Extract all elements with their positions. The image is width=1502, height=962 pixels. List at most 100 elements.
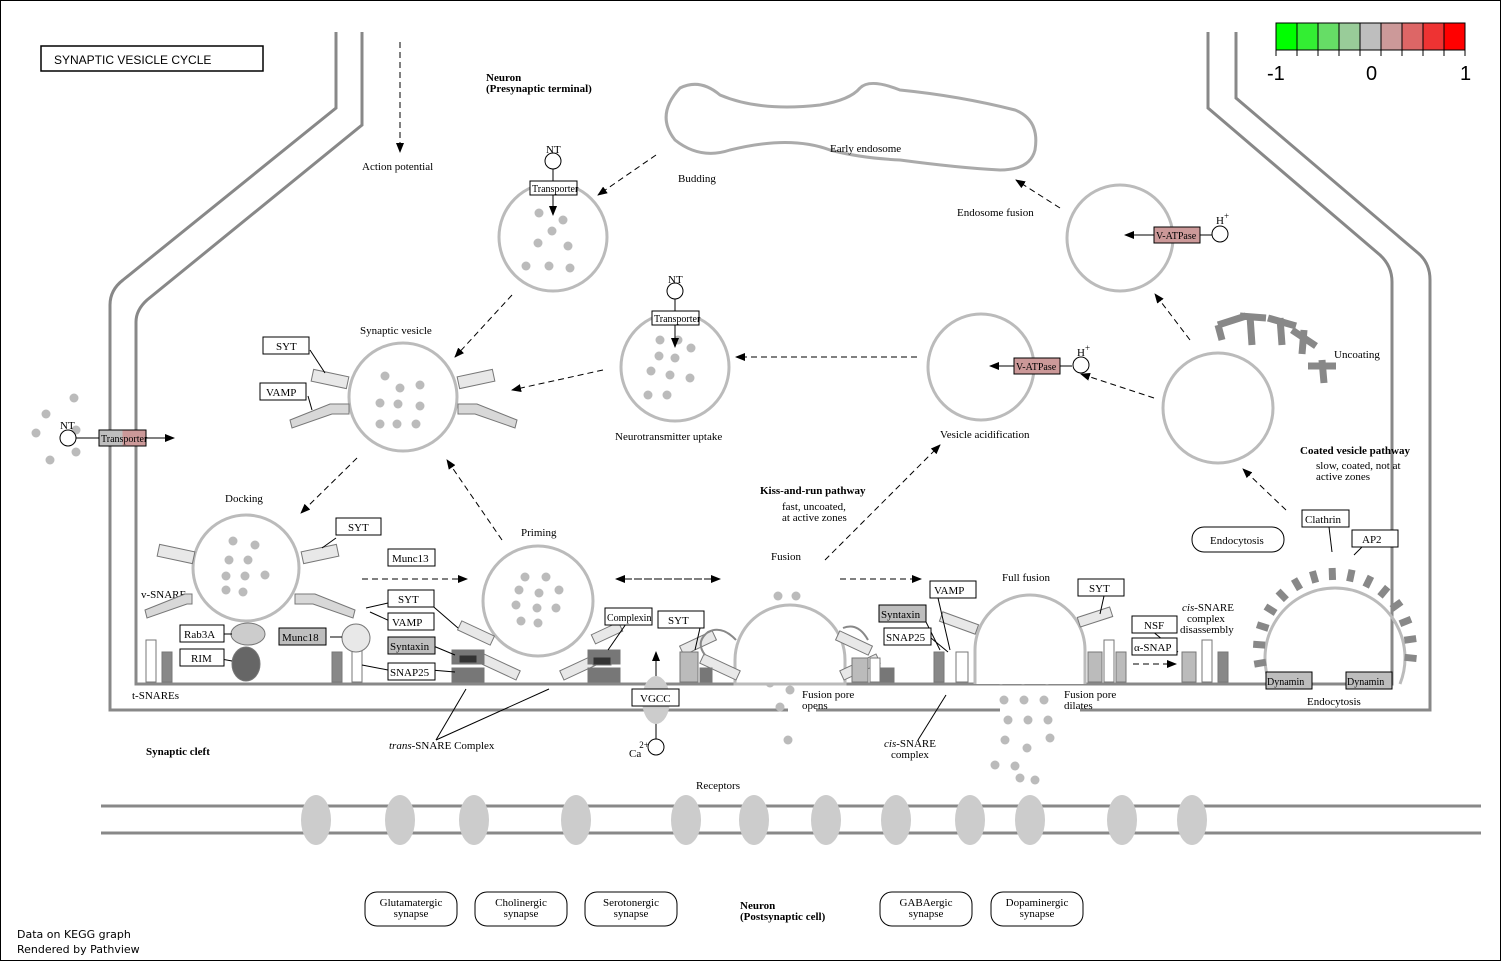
h-plus-label-2: H+	[1077, 343, 1090, 359]
gene-syt-4[interactable]: SYT	[657, 610, 705, 629]
gene-snap25-1[interactable]: SNAP25	[387, 662, 436, 681]
gene-rim[interactable]: RIM	[179, 648, 225, 667]
nt-dot	[393, 399, 403, 409]
nt-dot	[534, 588, 544, 598]
gene-transporter-3[interactable]: Transporter	[98, 429, 148, 447]
clathrin-unit	[1403, 635, 1417, 644]
gene-syt-3[interactable]: SYT	[387, 589, 435, 608]
nt-dot	[551, 603, 561, 613]
gene-munc13[interactable]: Munc13	[387, 548, 436, 567]
gene-syntaxin-2[interactable]: Syntaxin	[878, 604, 927, 623]
gene-nsf[interactable]: NSF	[1131, 615, 1178, 634]
nt-dot	[1023, 715, 1033, 725]
nt-dot	[541, 572, 551, 582]
nt-dot	[415, 401, 425, 411]
gene-syt-2[interactable]: SYT	[335, 517, 382, 536]
svg-text:Transporter: Transporter	[101, 434, 148, 445]
neurotransmitter-dots	[31, 208, 1055, 785]
synapse-link-line2: synapse	[1020, 908, 1055, 920]
coated-pathway-line2: active zones	[1316, 471, 1370, 483]
gene-complexin[interactable]: Complexin	[604, 607, 653, 626]
receptor	[955, 795, 985, 845]
budding-label: Budding	[678, 173, 716, 185]
nt-label-3: NT	[60, 420, 75, 432]
svg-text:SYT: SYT	[276, 341, 297, 353]
gene-syt-5[interactable]: SYT	[1077, 578, 1125, 597]
gene-clathrin[interactable]: Clathrin	[1301, 509, 1350, 528]
gene-dynamin-1[interactable]: Dynamin	[1265, 671, 1313, 690]
svg-text:VAMP: VAMP	[934, 585, 964, 597]
nt-dot	[662, 390, 672, 400]
gene-vgcc[interactable]: VGCC	[631, 688, 680, 707]
action-potential-label: Action potential	[362, 161, 433, 173]
gene-alpha-snap[interactable]: α-SNAP	[1131, 637, 1178, 656]
clathrin-unit	[1255, 621, 1270, 632]
nt-dot	[395, 383, 405, 393]
nt-dot	[655, 335, 665, 345]
receptor	[671, 795, 701, 845]
legend-min-label: -1	[1267, 63, 1285, 85]
svg-text:Dynamin: Dynamin	[1267, 677, 1304, 688]
gene-vamp-3[interactable]: VAMP	[929, 580, 977, 599]
cis-disassembly-line3: disassembly	[1180, 624, 1234, 636]
gene-vamp-1[interactable]: VAMP	[259, 382, 307, 401]
nt-dot	[547, 226, 557, 236]
clathrin-unit	[1346, 569, 1356, 583]
color-legend: -1 0 1	[1267, 22, 1471, 85]
gene-transporter-2[interactable]: Transporter	[651, 310, 701, 326]
nt-dot	[773, 591, 783, 601]
gene-vamp-2[interactable]: VAMP	[387, 612, 435, 631]
gene-transporter-1[interactable]: Transporter	[529, 180, 579, 196]
early-endosome-label: Early endosome	[830, 143, 901, 155]
pathway-title: SYNAPTIC VESICLE CYCLE	[40, 45, 264, 72]
gene-dynamin-2[interactable]: Dynamin	[1345, 671, 1393, 690]
gene-v-atpase-1[interactable]: V-ATPase	[1153, 226, 1201, 244]
endosome-fusion-label: Endosome fusion	[957, 207, 1034, 219]
gene-snap25-2[interactable]: SNAP25	[883, 627, 932, 646]
legend-max-label: 1	[1460, 63, 1471, 85]
legend-swatch	[1444, 23, 1465, 50]
nt-dot	[415, 380, 425, 390]
uncoating-fragments	[1214, 312, 1336, 384]
gene-syt-1[interactable]: SYT	[262, 336, 310, 355]
nt-dot	[69, 393, 79, 403]
nt-dot	[643, 390, 653, 400]
kiss-run-line2: at active zones	[782, 512, 847, 524]
receptors-label: Receptors	[696, 780, 740, 792]
svg-text:Rab3A: Rab3A	[184, 629, 215, 641]
gene-munc18[interactable]: Munc18	[278, 627, 327, 646]
docking-label: Docking	[225, 493, 263, 505]
fusion-vesicle	[733, 603, 847, 686]
pore-opens-line2: opens	[802, 700, 828, 712]
svg-text:SYT: SYT	[398, 594, 419, 606]
clathrin-unit	[1389, 598, 1404, 612]
t-snares-label: t-SNAREs	[132, 690, 179, 702]
clathrin-unit	[1309, 570, 1320, 584]
nt-dot	[544, 261, 554, 271]
svg-text:SNAP25: SNAP25	[390, 667, 430, 679]
snare-protein-shapes	[144, 368, 1229, 683]
svg-text:Endocytosis: Endocytosis	[1210, 535, 1264, 547]
priming-label: Priming	[521, 527, 557, 539]
clathrin-unit	[1290, 577, 1304, 592]
h-plus-label-1: H+	[1216, 211, 1229, 227]
early-endosome	[664, 82, 1038, 172]
vesicle-acidification-label: Vesicle acidification	[940, 429, 1030, 441]
endocytosis-map-link[interactable]: Endocytosis	[1191, 526, 1285, 553]
gene-rab3a[interactable]: Rab3A	[179, 624, 225, 643]
receptor	[459, 795, 489, 845]
svg-text:SYNAPTIC VESICLE CYCLE: SYNAPTIC VESICLE CYCLE	[54, 53, 211, 67]
receptor	[811, 795, 841, 845]
nt-dot	[1010, 761, 1020, 771]
nt-dot	[380, 371, 390, 381]
gene-ap2[interactable]: AP2	[1351, 529, 1399, 548]
postsynaptic-membrane	[101, 804, 1481, 835]
gene-syntaxin-1[interactable]: Syntaxin	[387, 636, 436, 655]
gene-v-atpase-2[interactable]: V-ATPase	[1013, 357, 1061, 375]
synapse-link-line2: synapse	[614, 908, 649, 920]
